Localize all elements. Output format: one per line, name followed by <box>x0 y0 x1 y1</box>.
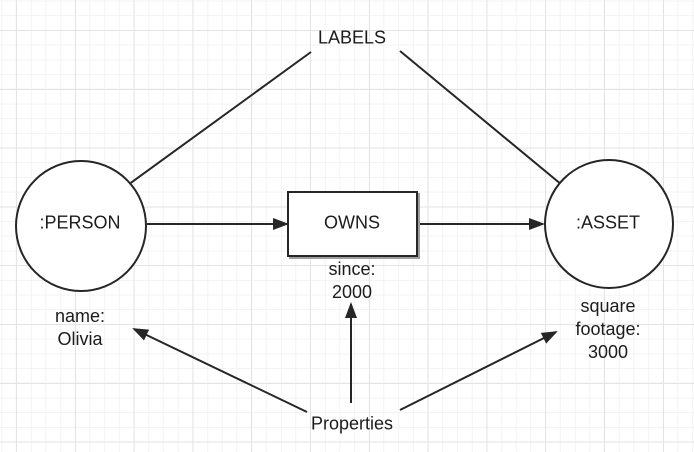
asset-node-circle <box>544 159 674 289</box>
properties-annotation-text: Properties <box>310 413 394 434</box>
asset-property-line: footage: <box>575 319 641 339</box>
asset-property-line: 3000 <box>587 342 629 362</box>
person-property-text: name: Olivia <box>55 305 105 351</box>
asset-property-text: square footage: 3000 <box>575 295 640 364</box>
person-node-circle <box>15 160 147 292</box>
arrow-labels-to-person <box>97 51 312 208</box>
person-node-label: :PERSON <box>39 212 121 233</box>
arrow-labels-to-asset <box>399 50 587 206</box>
owns-property-line: 2000 <box>331 282 373 302</box>
arrow-properties-to-name <box>132 328 308 413</box>
person-property-line: Olivia <box>57 329 103 349</box>
labels-annotation-text: LABELS <box>317 27 387 48</box>
asset-node-label: :ASSET <box>575 212 641 233</box>
person-property-line: name: <box>54 306 106 326</box>
owns-property-text: since: 2000 <box>328 258 375 304</box>
owns-relationship-box <box>287 191 418 257</box>
owns-property-line: since: <box>328 259 376 279</box>
owns-relationship-label: OWNS <box>324 212 380 233</box>
asset-property-line: square <box>580 296 636 316</box>
arrow-properties-to-square-footage <box>399 331 558 411</box>
